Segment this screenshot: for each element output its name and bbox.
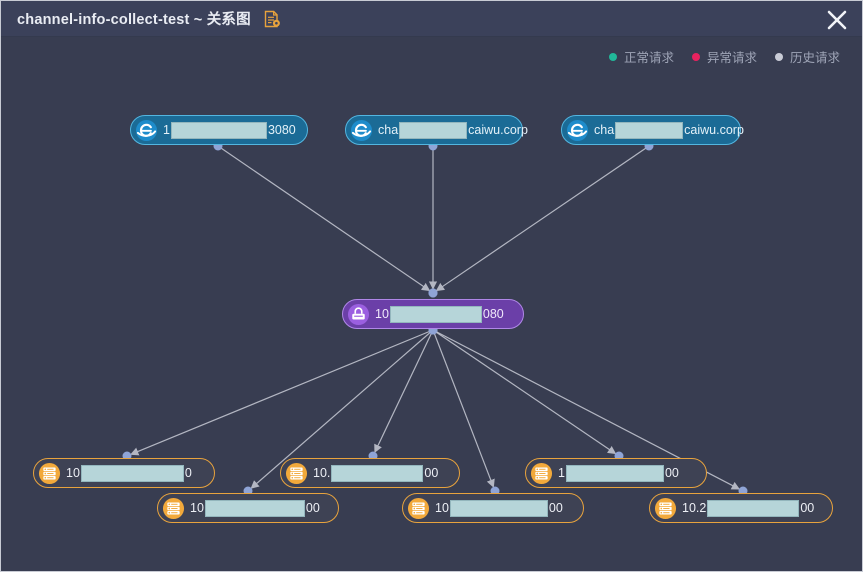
graph-node-label: cha caiwu.corp	[594, 121, 744, 139]
database-server-icon	[162, 497, 185, 519]
node-label-suffix: 00	[305, 501, 320, 515]
graph-node-label: 1 3080	[163, 121, 296, 139]
node-label-suffix: 080	[482, 307, 504, 321]
router-gateway-icon	[347, 303, 370, 326]
node-label-redacted	[331, 464, 424, 482]
edge-line	[250, 329, 434, 489]
graph-node-db-6[interactable]: 10.2 00	[649, 493, 833, 523]
node-label-redacted	[80, 464, 184, 482]
graph-node-db-4[interactable]: 10 00	[157, 493, 339, 523]
node-label-prefix: 10	[190, 501, 204, 515]
graph-node-label: 10 00	[190, 499, 320, 517]
edge-target-endpoint	[428, 288, 438, 298]
graph-node-label: 10.00	[313, 464, 439, 482]
graph-node-db-3[interactable]: 1 00	[525, 458, 707, 488]
edge-line	[374, 329, 434, 454]
internet-explorer-icon	[135, 119, 158, 141]
node-label-prefix: 10	[435, 501, 449, 515]
graph-node-db-2[interactable]: 10.00	[280, 458, 460, 488]
node-label-prefix: 10	[375, 307, 389, 321]
legend-item-history-request[interactable]: 历史请求	[774, 47, 840, 66]
graph-legend: 正常请求 异常请求 历史请求	[608, 47, 840, 66]
database-server-icon	[38, 462, 61, 485]
node-label-prefix: 10.	[313, 466, 331, 480]
graph-node-label: 1 00	[558, 464, 679, 482]
legend-dot-abnormal-icon	[691, 52, 700, 61]
legend-item-normal-request[interactable]: 正常请求	[608, 47, 674, 66]
node-label-redacted	[449, 499, 548, 517]
legend-item-abnormal-request[interactable]: 异常请求	[691, 47, 757, 66]
report-document-icon[interactable]	[263, 10, 281, 28]
graph-edge-web-2-to-gateway[interactable]	[428, 141, 438, 298]
node-label-redacted	[615, 121, 684, 139]
node-label-suffix: 00	[548, 501, 563, 515]
database-server-icon	[407, 497, 430, 520]
database-server-icon	[285, 462, 308, 485]
graph-edge-web-1-to-gateway[interactable]	[213, 141, 438, 298]
node-label-suffix: caiwu.corp	[684, 123, 744, 137]
node-label-prefix: 1	[163, 123, 170, 137]
internet-explorer-icon	[350, 119, 373, 142]
node-label-prefix: 1	[558, 466, 565, 480]
database-server-icon	[654, 497, 677, 520]
node-label-redacted	[565, 464, 664, 482]
internet-explorer-icon	[566, 119, 589, 141]
legend-dot-normal-icon	[608, 52, 617, 61]
database-server-icon	[285, 462, 308, 484]
graph-node-web-2[interactable]: cha caiwu.corp	[345, 115, 528, 145]
node-label-prefix: 10.2	[682, 501, 707, 515]
legend-label-normal: 正常请求	[623, 51, 674, 65]
graph-node-label: 10 0	[66, 464, 192, 482]
database-server-icon	[38, 462, 61, 484]
node-label-prefix: cha	[594, 123, 615, 137]
edge-line	[435, 145, 650, 292]
graph-node-label: 10.2 00	[682, 499, 815, 517]
router-gateway-icon	[347, 303, 370, 325]
database-server-icon	[530, 462, 553, 484]
database-server-icon	[407, 497, 430, 519]
window-titlebar: channel-info-collect-test ~ 关系图	[1, 1, 862, 37]
database-server-icon	[162, 497, 185, 520]
node-label-redacted	[170, 121, 267, 139]
page-title: channel-info-collect-test ~ 关系图	[17, 12, 251, 28]
node-label-suffix: 00	[664, 466, 679, 480]
node-label-suffix: 00	[424, 466, 439, 480]
legend-dot-history-icon	[774, 52, 783, 61]
legend-label-abnormal: 异常请求	[706, 51, 757, 65]
edge-line	[217, 145, 431, 292]
node-label-prefix: 10	[66, 466, 80, 480]
internet-explorer-icon	[566, 119, 589, 142]
legend-label-history: 历史请求	[789, 51, 840, 65]
internet-explorer-icon	[135, 119, 158, 142]
graph-node-label: 10 080	[375, 305, 504, 323]
node-label-suffix: 3080	[267, 123, 296, 137]
graph-node-gateway[interactable]: 10 080	[342, 299, 524, 329]
node-label-prefix: cha	[378, 123, 399, 137]
graph-node-label: 10 00	[435, 499, 563, 517]
node-label-redacted	[707, 499, 800, 517]
edge-line	[432, 329, 495, 488]
node-label-suffix: 00	[800, 501, 815, 515]
node-label-suffix: 0	[184, 466, 192, 480]
graph-edge-gateway-to-db-2[interactable]	[368, 325, 438, 461]
graph-node-db-5[interactable]: 10 00	[402, 493, 584, 523]
edge-line	[130, 329, 434, 456]
close-icon[interactable]	[822, 5, 852, 35]
graph-edge-gateway-to-db-1[interactable]	[122, 325, 438, 461]
graph-edge-web-3-to-gateway[interactable]	[428, 141, 654, 298]
graph-node-web-1[interactable]: 1 3080	[130, 115, 308, 145]
node-label-redacted	[399, 121, 468, 139]
node-label-redacted	[204, 499, 305, 517]
internet-explorer-icon	[350, 119, 373, 141]
graph-node-web-3[interactable]: cha caiwu.corp	[561, 115, 744, 145]
graph-node-db-1[interactable]: 10 0	[33, 458, 215, 488]
edge-line	[432, 329, 617, 455]
node-label-suffix: caiwu.corp	[468, 123, 528, 137]
graph-node-label: cha caiwu.corp	[378, 121, 528, 139]
database-server-icon	[530, 462, 553, 485]
node-label-redacted	[389, 305, 482, 323]
database-server-icon	[654, 497, 677, 519]
